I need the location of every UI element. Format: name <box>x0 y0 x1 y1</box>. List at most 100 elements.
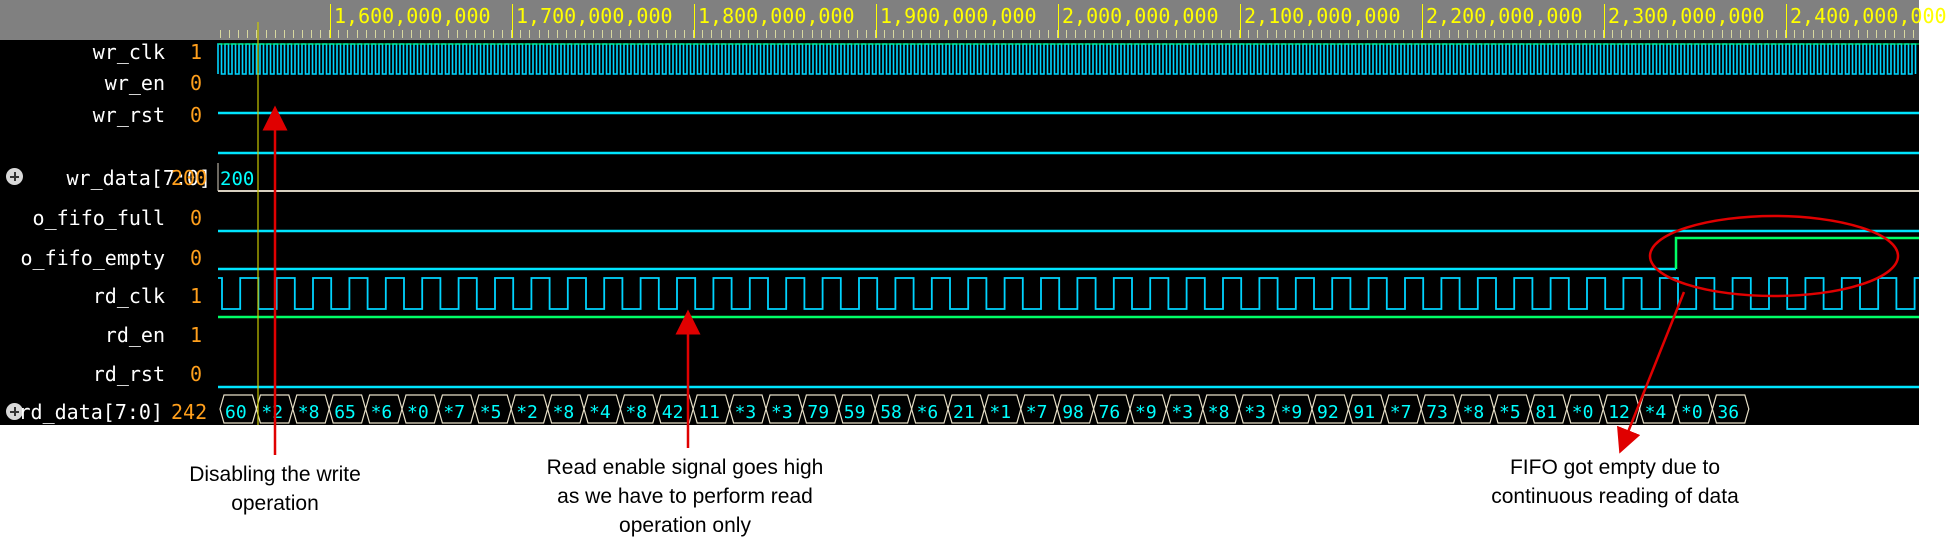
wave-rd-clk <box>218 277 1919 310</box>
ruler-minor-tick <box>1093 30 1095 38</box>
ruler-minor-tick <box>1448 30 1450 38</box>
ruler-minor-tick <box>1894 30 1896 38</box>
ruler-minor-tick <box>1166 30 1168 38</box>
expand-plus-icon[interactable] <box>6 168 23 185</box>
bus-value-label: *3 <box>1171 402 1193 423</box>
ruler-minor-tick <box>1193 30 1195 38</box>
bus-value-label: *8 <box>625 402 647 423</box>
ruler-minor-tick <box>1566 30 1568 38</box>
ruler-time-label: 2,100,000,000 <box>1244 4 1401 28</box>
ruler-minor-tick <box>684 30 686 38</box>
bus-value-label: *9 <box>1135 402 1157 423</box>
signal-name-wr-rst[interactable]: wr_rst <box>92 103 165 127</box>
ruler-minor-tick <box>702 30 704 38</box>
bus-value-label: *8 <box>1463 402 1485 423</box>
ruler-minor-tick <box>1657 30 1659 38</box>
ruler-minor-tick <box>229 30 231 38</box>
ruler-minor-tick <box>957 30 959 38</box>
ruler-minor-tick <box>1721 30 1723 38</box>
bus-value-label: *5 <box>480 402 502 423</box>
ruler-minor-tick <box>1075 30 1077 38</box>
signal-value-o-fifo-empty: 0 <box>190 246 203 270</box>
ruler-minor-tick <box>565 30 567 38</box>
signal-value-wr-clk: 1 <box>190 40 203 64</box>
signal-name-rd-en[interactable]: rd_en <box>104 323 165 347</box>
bus-value-label: *7 <box>443 402 465 423</box>
signal-name-rd-data[interactable]: rd_data[7:0] <box>18 400 164 424</box>
ruler-minor-tick <box>1603 30 1605 38</box>
ruler-minor-tick <box>620 30 622 38</box>
ruler-minor-tick <box>1848 30 1850 38</box>
ruler-minor-tick <box>1903 30 1905 38</box>
ruler-minor-tick <box>320 30 322 38</box>
ruler-minor-tick <box>1184 30 1186 38</box>
signal-value-wr-en: 0 <box>190 71 203 95</box>
signal-value-rd-rst: 0 <box>190 362 203 386</box>
ruler-minor-tick <box>1102 30 1104 38</box>
expand-plus-icon[interactable] <box>6 403 23 420</box>
ruler-minor-tick <box>1794 30 1796 38</box>
signal-name-wr-data[interactable]: wr_data[7:0] <box>66 166 212 190</box>
ruler-minor-tick <box>884 30 886 38</box>
ruler-minor-tick <box>1029 30 1031 38</box>
ruler-minor-tick <box>538 30 540 38</box>
bus-value-label: *1 <box>989 402 1011 423</box>
signal-name-rd-clk[interactable]: rd_clk <box>92 284 165 308</box>
ruler-minor-tick <box>1130 30 1131 38</box>
bus-value-label: 76 <box>1099 402 1121 423</box>
bus-value-label: *3 <box>735 402 757 423</box>
bus-segment <box>1711 394 1750 424</box>
ruler-minor-tick <box>948 30 949 38</box>
ruler-minor-tick <box>1712 30 1714 38</box>
ruler-minor-tick <box>1439 30 1441 38</box>
ruler-minor-tick <box>638 30 640 38</box>
bus-value-label: 42 <box>662 402 684 423</box>
ruler-minor-tick <box>1475 30 1477 38</box>
ruler-minor-tick <box>1685 30 1687 38</box>
ruler-minor-tick <box>411 30 413 38</box>
ruler-minor-tick <box>1430 30 1432 38</box>
annotation-read-enable: Read enable signal goes high as we have … <box>546 456 824 537</box>
ruler-minor-tick <box>1339 30 1341 38</box>
ruler-minor-tick <box>1703 30 1705 38</box>
bus-value-label: 65 <box>334 402 356 423</box>
ruler-minor-tick <box>1348 30 1350 38</box>
ruler-minor-tick <box>1876 30 1878 38</box>
ruler-minor-tick <box>1858 30 1859 38</box>
ruler-major-tick <box>1604 4 1605 38</box>
bus-value-label: *6 <box>917 402 939 423</box>
ruler-minor-tick <box>1785 30 1787 38</box>
signal-name-o-fifo-full[interactable]: o_fifo_full <box>32 206 165 230</box>
ruler-major-tick <box>1240 4 1241 38</box>
ruler-minor-tick <box>747 30 749 38</box>
ruler-minor-tick <box>711 30 713 38</box>
bus-value-label: 12 <box>1608 402 1630 423</box>
ruler-minor-tick <box>1776 30 1778 38</box>
ruler-minor-tick <box>556 30 558 38</box>
ruler-minor-tick <box>1867 30 1869 38</box>
ruler-minor-tick <box>1739 30 1741 38</box>
ruler-minor-tick <box>483 30 485 38</box>
bus-value-label: 200 <box>220 168 254 190</box>
ruler-minor-tick <box>1503 30 1505 38</box>
ruler-minor-tick <box>857 30 858 38</box>
ruler-minor-tick <box>611 30 613 38</box>
ruler-minor-tick <box>338 30 340 38</box>
signal-name-wr-clk[interactable]: wr_clk <box>92 40 165 64</box>
ruler-time-label: 1,600,000,000 <box>334 4 491 28</box>
bus-value-label: *3 <box>1244 402 1266 423</box>
ruler-minor-tick <box>447 30 449 38</box>
ruler-minor-tick <box>1639 30 1641 38</box>
ruler-minor-tick <box>329 30 331 38</box>
ruler-minor-tick <box>1321 30 1323 38</box>
ruler-minor-tick <box>547 30 549 38</box>
signal-name-wr-en[interactable]: wr_en <box>104 71 165 95</box>
ruler-minor-tick <box>402 30 403 38</box>
bus-value-label: 73 <box>1426 402 1448 423</box>
signal-name-o-fifo-empty[interactable]: o_fifo_empty <box>20 246 166 270</box>
ruler-minor-tick <box>675 30 676 38</box>
signal-name-rd-rst[interactable]: rd_rst <box>92 362 165 386</box>
ruler-minor-tick <box>629 30 631 38</box>
